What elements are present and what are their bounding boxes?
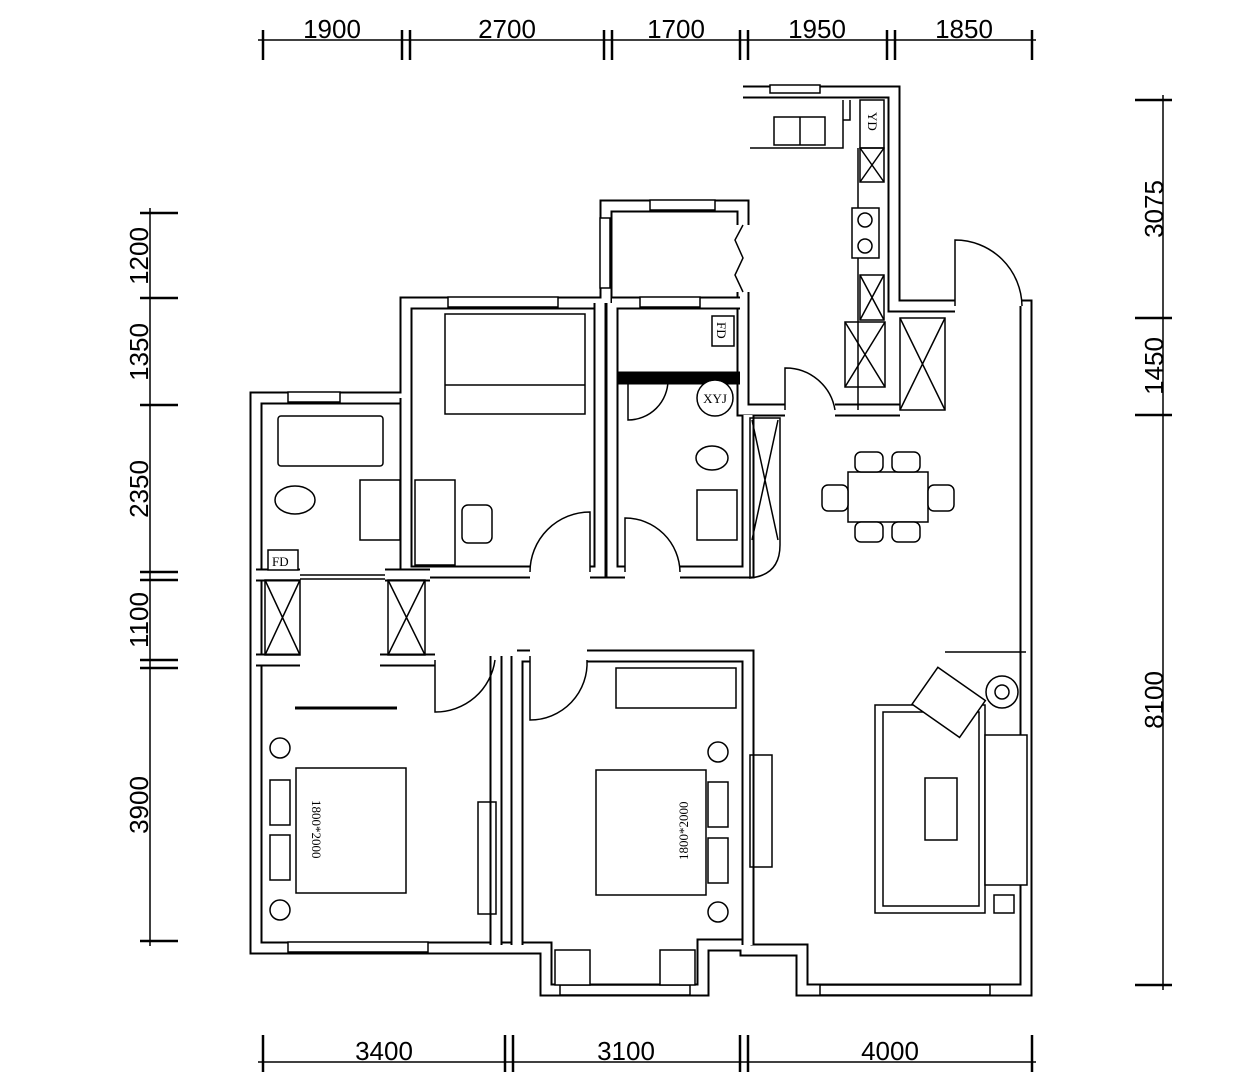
dim-bottom-2: 3100	[597, 1036, 655, 1066]
sofa-icon	[984, 734, 1028, 886]
study-room	[414, 313, 586, 566]
bed-middle-size: 1800*2000	[676, 802, 691, 861]
living-room	[874, 666, 1028, 914]
dim-left-2: 1350	[124, 323, 154, 381]
dim-top-5: 1850	[935, 14, 993, 44]
basin-icon	[359, 479, 401, 541]
dimension-left: 1200 1350 2350 1100 3900	[124, 208, 178, 946]
armchair-icon	[911, 666, 987, 739]
dim-left-1: 1200	[124, 227, 154, 285]
double-bed-icon-2	[595, 769, 707, 896]
bathtub-icon	[277, 415, 384, 467]
dim-bottom-3: 4000	[861, 1036, 919, 1066]
bath2-appliance-label: FD	[714, 322, 729, 339]
double-bed-icon	[295, 767, 407, 894]
dining-table	[821, 451, 955, 543]
toilet-icon	[274, 485, 316, 515]
doors	[434, 224, 1023, 721]
dim-right-3: 8100	[1139, 671, 1169, 729]
kitchen: YD	[750, 99, 946, 411]
bedroom-left: 1800*2000	[269, 737, 407, 921]
cabinets	[264, 417, 781, 915]
dim-left-3: 2350	[124, 460, 154, 518]
dimension-top: 1900 2700 1700 1950 1850	[258, 14, 1036, 60]
walls	[249, 84, 1033, 997]
bed-left-size: 1800*2000	[309, 800, 324, 859]
dim-right-1: 3075	[1139, 180, 1169, 238]
chair-icon	[461, 504, 493, 544]
desk-icon	[414, 479, 456, 566]
washer-label: XYJ	[703, 391, 727, 406]
dim-top-4: 1950	[788, 14, 846, 44]
toilet-icon-2	[695, 445, 729, 471]
bedroom-middle: 1800*2000	[595, 741, 729, 923]
bath1-appliance-label: FD	[272, 554, 289, 569]
bay-window	[554, 949, 696, 986]
dim-right-2: 1450	[1139, 337, 1169, 395]
dim-top-1: 1900	[303, 14, 361, 44]
dim-left-4: 1100	[124, 592, 154, 648]
bathroom-2: FD XYJ	[695, 315, 738, 541]
kitchen-appliance-label: YD	[865, 112, 880, 131]
bathroom-1: FD	[267, 415, 401, 571]
dimension-bottom: 3400 3100 4000	[258, 1035, 1036, 1072]
basin-icon-2	[696, 489, 738, 541]
single-bed-icon	[444, 313, 586, 415]
washer-icon	[696, 379, 734, 417]
dim-top-2: 2700	[478, 14, 536, 44]
coffee-table-icon	[924, 777, 958, 841]
dim-left-5: 3900	[124, 776, 154, 834]
dimension-right: 3075 1450 8100	[1135, 95, 1172, 990]
dim-bottom-1: 3400	[355, 1036, 413, 1066]
dim-top-3: 1700	[647, 14, 705, 44]
